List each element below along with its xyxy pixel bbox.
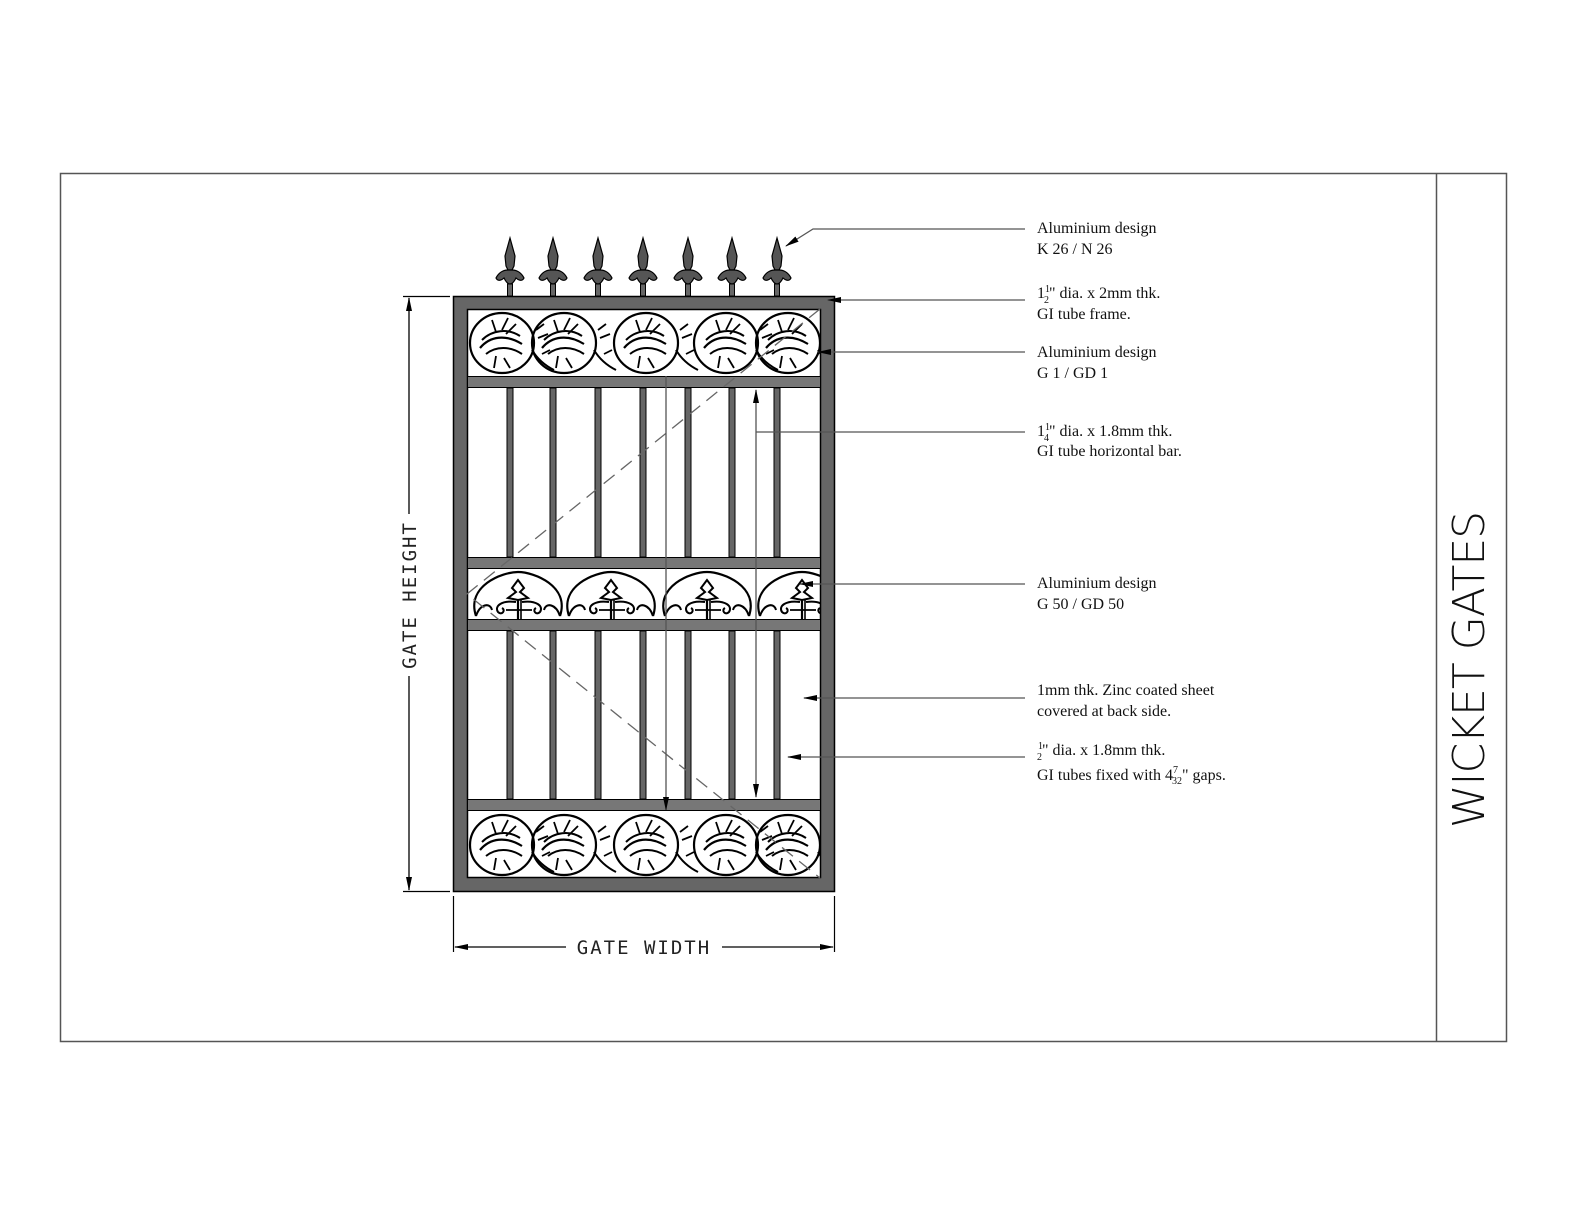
callout-bar-frac-den: 4 xyxy=(1044,433,1049,444)
callout-middle-panel-line2: G 50 / GD 50 xyxy=(1037,596,1124,613)
callout-sheet: 1mm thk. Zinc coated sheet covered at ba… xyxy=(1037,682,1215,720)
callout-sheet-line1: 1mm thk. Zinc coated sheet xyxy=(1037,682,1215,699)
callout-frame-frac-num: 1 xyxy=(1045,284,1050,295)
finial-icon xyxy=(495,237,525,297)
gate-width-dimension: GATE WIDTH xyxy=(452,896,836,959)
callout-pickets-line2-pre: GI tubes fixed with 4 xyxy=(1037,767,1173,784)
gate-elevation xyxy=(452,237,836,893)
callout-leaders xyxy=(756,228,1025,760)
callout-top-panel-line1: Aluminium design xyxy=(1037,344,1157,361)
finials xyxy=(495,237,792,297)
finial-icon xyxy=(673,237,703,297)
callout-bar-whole: 1 xyxy=(1037,423,1045,440)
callout-top-panel-line2: G 1 / GD 1 xyxy=(1037,365,1108,382)
callout-sheet-line2: covered at back side. xyxy=(1037,703,1171,720)
callout-bar-frac-num: 1 xyxy=(1045,422,1050,433)
gate-frame xyxy=(452,295,836,893)
callout-bar-line2: GI tube horizontal bar. xyxy=(1037,443,1182,460)
swing-direction-lines xyxy=(465,308,821,879)
gate-height-dimension: GATE HEIGHT xyxy=(399,295,450,893)
callout-pickets-line2-post: " gaps. xyxy=(1182,767,1226,784)
callout-finial: Aluminium design K 26 / N 26 xyxy=(1037,220,1157,258)
callout-pickets-gap-num: 7 xyxy=(1173,765,1178,776)
callout-top-panel: Aluminium design G 1 / GD 1 xyxy=(1037,344,1157,382)
finial-icon xyxy=(762,237,792,297)
finial-icon xyxy=(538,237,568,297)
callout-middle-panel-line1: Aluminium design xyxy=(1037,575,1157,592)
svg-text:114" dia. x 1.8mm thk.: 114" dia. x 1.8mm thk. xyxy=(1037,422,1172,444)
gate-width-label: GATE WIDTH xyxy=(577,937,711,959)
callout-finial-line1: Aluminium design xyxy=(1037,220,1157,237)
middle-ornamental-panel xyxy=(473,570,820,619)
pickets xyxy=(506,387,781,800)
callout-finial-line2: K 26 / N 26 xyxy=(1037,241,1113,258)
callout-pickets-rest: " dia. x 1.8mm thk. xyxy=(1042,742,1165,759)
finial-icon xyxy=(717,237,747,297)
horizontal-bars xyxy=(467,376,821,811)
callout-frame-frac-den: 2 xyxy=(1044,295,1049,306)
top-ornamental-panel xyxy=(468,311,820,375)
finial-icon xyxy=(628,237,658,297)
callout-frame-line2: GI tube frame. xyxy=(1037,306,1131,323)
callout-pickets-gap-den: 32 xyxy=(1172,776,1182,787)
svg-text:112" dia. x 2mm thk.: 112" dia. x 2mm thk. xyxy=(1037,284,1160,306)
svg-text:12" dia. x 1.8mm thk.: 12" dia. x 1.8mm thk. xyxy=(1037,741,1165,763)
bottom-ornamental-panel xyxy=(468,813,820,877)
callout-pickets-frac-num: 1 xyxy=(1038,741,1043,752)
callout-middle-panel: Aluminium design G 50 / GD 50 xyxy=(1037,575,1157,613)
callout-bar-rest: " dia. x 1.8mm thk. xyxy=(1049,423,1172,440)
finial-icon xyxy=(583,237,613,297)
sheet-title: WICKET GATES xyxy=(1444,512,1495,828)
callout-frame-rest: " dia. x 2mm thk. xyxy=(1049,285,1160,302)
gate-height-label: GATE HEIGHT xyxy=(399,521,421,669)
callout-frame-whole: 1 xyxy=(1037,285,1045,302)
callout-pickets-frac-den: 2 xyxy=(1037,752,1042,763)
sheet-border xyxy=(59,172,1508,1043)
